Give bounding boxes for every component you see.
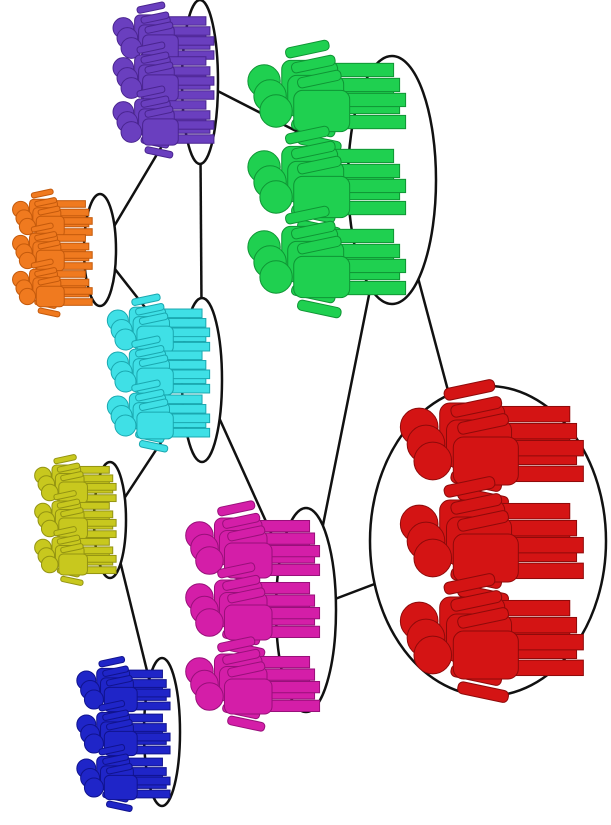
group-magenta [186, 500, 336, 732]
groups-layer [13, 0, 606, 812]
group-cyan [107, 293, 222, 462]
group-blue [77, 656, 180, 812]
group-red [370, 379, 606, 704]
group-green [248, 39, 436, 318]
group-orange [13, 189, 116, 318]
group-purple [113, 0, 218, 164]
group-yellow [35, 454, 126, 586]
